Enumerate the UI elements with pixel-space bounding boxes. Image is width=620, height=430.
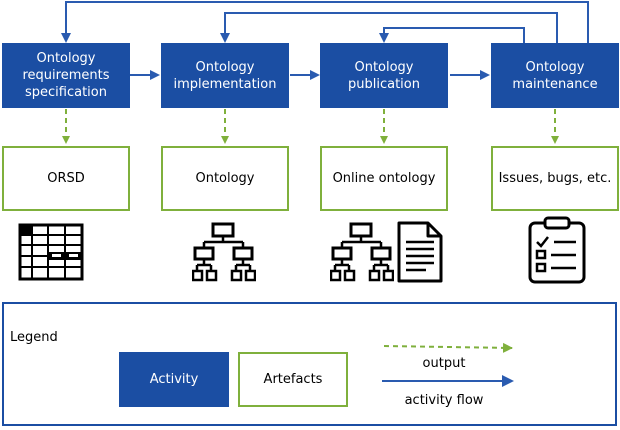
feedback-arrow-to-specification — [61, 1, 589, 43]
legend-title: Legend — [10, 330, 58, 345]
legend: Legend Activity Artefacts output activit… — [2, 302, 617, 426]
legend-artefact: Artefacts — [238, 352, 348, 407]
document-icon — [397, 221, 443, 283]
feedback-arrow-to-implementation — [220, 12, 558, 43]
table-icon — [18, 223, 84, 281]
artefact-online-ontology: Online ontology — [320, 146, 448, 211]
activity-maintenance: Ontology maintenance — [491, 43, 619, 108]
hierarchy-icon — [192, 222, 256, 282]
legend-output-label: output — [422, 356, 466, 371]
feedback-arrow-to-publication — [379, 27, 525, 43]
legend-flow-label: activity flow — [404, 393, 484, 408]
hierarchy-icon — [330, 222, 394, 282]
legend-activity: Activity — [119, 352, 229, 407]
artefact-orsd: ORSD — [2, 146, 130, 211]
activity-requirements-specification: Ontology requirements specification — [2, 43, 130, 108]
artefact-issues-bugs: Issues, bugs, etc. — [491, 146, 619, 211]
checklist-icon — [528, 216, 586, 284]
activity-implementation: Ontology implementation — [161, 43, 289, 108]
artefact-ontology: Ontology — [161, 146, 289, 211]
legend-output-arrow — [383, 342, 513, 353]
legend-arrows — [382, 342, 514, 387]
activity-publication: Ontology publication — [320, 43, 448, 108]
